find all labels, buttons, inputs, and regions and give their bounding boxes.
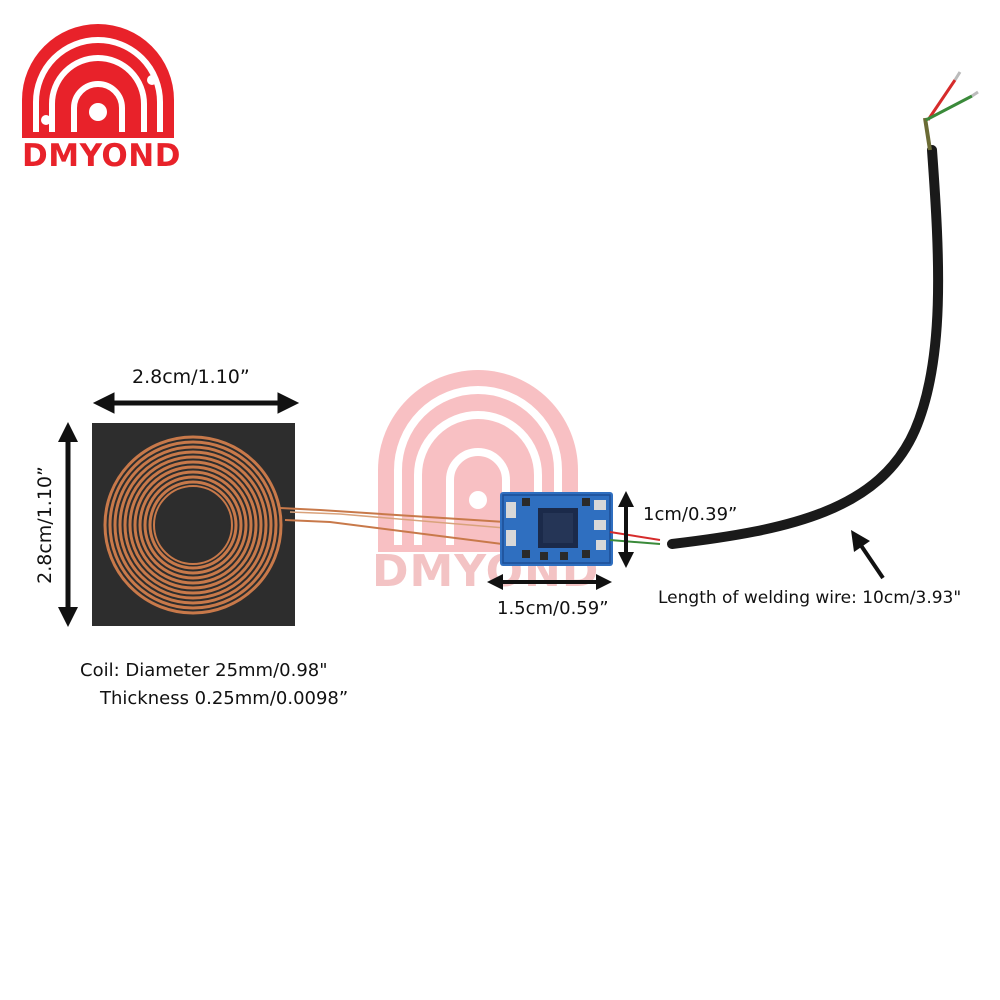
- arrow-cable-pointer: [851, 530, 885, 580]
- cable-jacket: [667, 145, 944, 549]
- thickness-spec: Thickness 0.25mm/0.0098”: [100, 688, 349, 709]
- board-width-label: 1.5cm/0.59”: [497, 598, 609, 619]
- coil-diameter-spec: Coil: Diameter 25mm/0.98": [80, 660, 328, 681]
- wire-red: [609, 531, 661, 541]
- arrow-board-height: [618, 491, 634, 568]
- wire-green: [609, 539, 661, 545]
- board-height-label: 1cm/0.39”: [643, 504, 738, 525]
- coil-width-label: 2.8cm/1.10”: [132, 366, 250, 388]
- arrow-coil-height: [58, 422, 78, 627]
- coil-height-label: 2.8cm/1.10”: [34, 466, 56, 584]
- coil-leads: [279, 507, 511, 546]
- arrow-coil-width: [92, 392, 300, 414]
- brand-name: DMYOND: [22, 138, 181, 174]
- arrow-board-width: [487, 574, 612, 590]
- wire-length-label: Length of welding wire: 10cm/3.93": [658, 588, 962, 608]
- copper-coil: [103, 435, 283, 615]
